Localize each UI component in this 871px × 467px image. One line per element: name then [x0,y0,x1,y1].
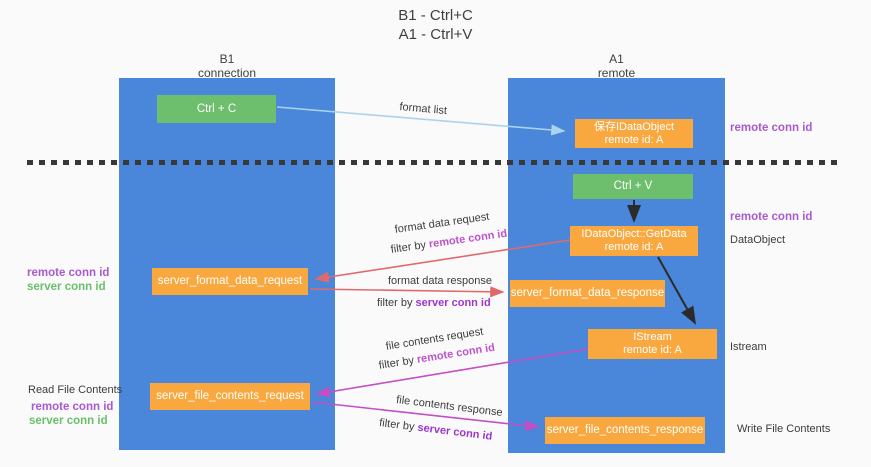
column-a1-role: remote [597,66,636,80]
node-file-request-label: server_file_contents_request [156,390,304,402]
node-format-request-label: server_format_data_request [157,275,303,287]
label-istream: Istream [730,341,767,353]
label-filter-format-response: filter by server conn id [377,297,491,310]
column-header-a1: A1 remote [508,52,725,80]
node-getdata-line2: remote id: A [604,241,664,253]
node-save-idataobject: 保存IDataObject remote id: A [575,119,693,148]
label-file-contents-response: file contents response [395,394,504,419]
column-header-b1: B1 connection [119,52,335,80]
node-server-file-contents-request: server_file_contents_request [150,383,310,410]
node-idataobject-getdata: IDataObject::GetData remote id: A [570,226,698,256]
filter-remote-conn-id: remote conn id [428,227,508,251]
node-getdata-line1: IDataObject::GetData [581,228,687,240]
label-format-data-response: format data response [388,275,492,287]
filter-by-prefix: filter by [377,297,416,309]
node-server-format-data-response: server_format_data_response [510,280,665,307]
label-remote-conn-id-left-format: remote conn id [27,267,110,279]
label-server-conn-id-left-format: server conn id [27,281,106,293]
label-read-file-contents: Read File Contents [28,384,123,396]
label-write-file-contents: Write File Contents [737,423,831,435]
arrow-format-data-response [309,286,505,298]
column-b1-name: B1 [219,52,235,66]
filter-by-prefix: filter by [378,417,419,434]
label-remote-conn-id-mid-right: remote conn id [730,211,813,223]
column-b1-role: connection [197,66,257,80]
node-save-idataobject-line2: remote id: A [604,133,664,146]
filter-server-conn-id: server conn id [415,297,491,309]
node-server-file-contents-response: server_file_contents_response [545,417,705,444]
phase-separator-dashed-line [27,160,837,165]
node-istream-line2: remote id: A [623,344,682,356]
column-a1-name: A1 [609,52,624,66]
node-ctrl-c: Ctrl + C [157,95,276,123]
node-ctrl-v-label: Ctrl + V [613,180,653,192]
label-remote-conn-id-top-right: remote conn id [730,122,813,134]
filter-by-prefix: filter by [390,238,430,256]
filter-by-prefix: filter by [378,353,418,372]
title-line-2: A1 - Ctrl+V [398,26,473,43]
label-remote-conn-id-left-file: remote conn id [31,401,114,413]
node-istream: IStream remote id: A [588,329,717,359]
node-ctrl-v: Ctrl + V [573,174,693,199]
filter-server-conn-id: server conn id [416,421,493,443]
node-ctrl-c-label: Ctrl + C [196,102,237,115]
node-file-response-label: server_file_contents_response [546,424,704,436]
label-filter-file-response: filter by server conn id [378,417,493,444]
node-istream-line1: IStream [633,331,672,343]
diagram-title: B1 - Ctrl+C A1 - Ctrl+V [0,6,871,44]
title-line-1: B1 - Ctrl+C [398,7,473,24]
label-dataobject: DataObject [730,234,786,246]
label-format-list: format list [398,101,448,118]
node-format-response-label: server_format_data_response [510,287,665,299]
label-server-conn-id-left-file: server conn id [29,415,108,427]
node-save-idataobject-line1: 保存IDataObject [593,120,675,133]
node-server-format-data-request: server_format_data_request [152,268,308,295]
